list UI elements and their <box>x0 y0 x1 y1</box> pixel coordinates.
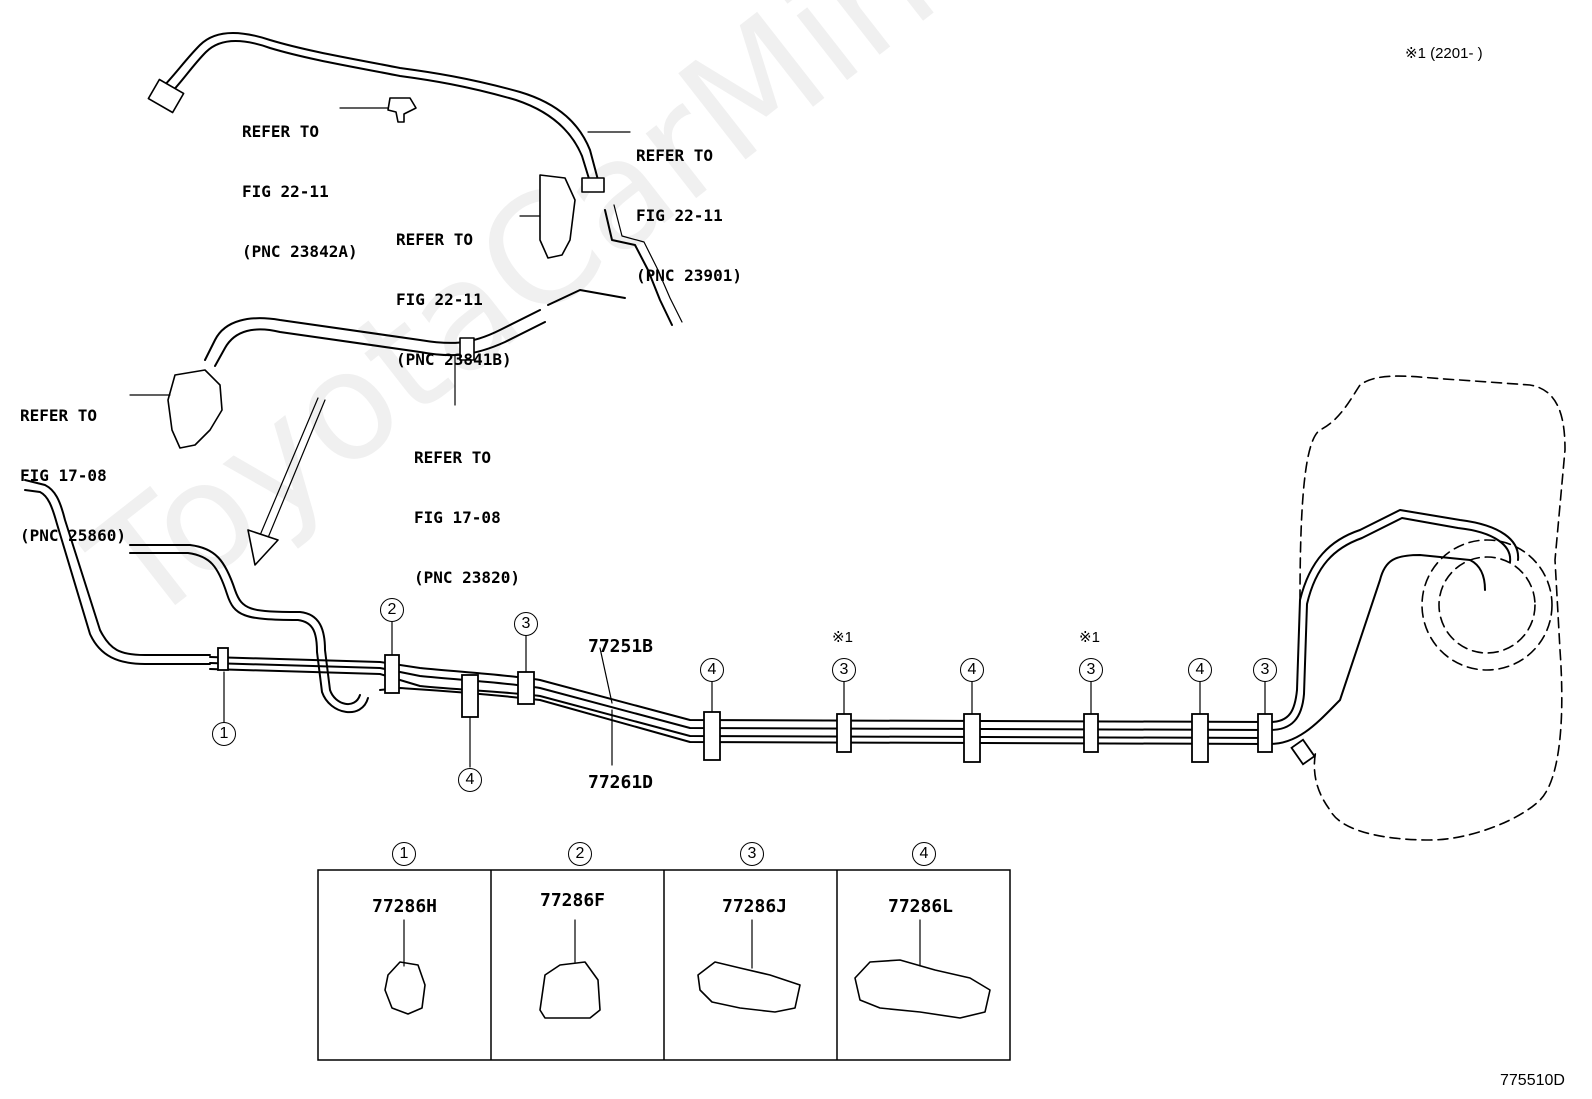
callout-4: 4 <box>960 658 984 682</box>
figure-id: 775510D <box>1500 1072 1565 1089</box>
callout-3: 3 <box>514 612 538 636</box>
callout-3: 3 <box>832 658 856 682</box>
callout-4: 4 <box>458 768 482 792</box>
refer-label-23842a: REFER TO FIG 22-11 (PNC 23842A) <box>242 122 358 261</box>
legend-part-77286h: 77286H <box>372 896 438 917</box>
clip-23842a-icon <box>387 97 417 123</box>
legend-part-77286j: 77286J <box>722 896 788 917</box>
refer-label-23820: REFER TO FIG 17-08 (PNC 23820) <box>414 448 520 587</box>
legend-callout-1: 1 <box>392 842 416 866</box>
legend-table <box>317 869 1011 1061</box>
clip-77286f-icon <box>539 961 601 1019</box>
part-number-lower-tube: 77261D <box>588 772 654 793</box>
filler-pipe <box>24 479 211 656</box>
legend-callout-3: 3 <box>740 842 764 866</box>
clip-77286l-icon <box>854 959 991 1019</box>
upper-vapor-hose <box>147 32 683 326</box>
vsv-valve-icon <box>167 369 223 449</box>
clip-77286h-icon <box>384 961 426 1015</box>
refer-label-23901: REFER TO FIG 22-11 (PNC 23901) <box>636 146 742 285</box>
marker-note-2: ※1 <box>1079 629 1100 646</box>
refer-label-25860: REFER TO FIG 17-08 (PNC 25860) <box>20 406 126 545</box>
callout-4: 4 <box>1188 658 1212 682</box>
callout-1: 1 <box>212 722 236 746</box>
date-note: ※1 (2201- ) <box>1405 45 1483 62</box>
callout-4: 4 <box>700 658 724 682</box>
main-tube-bundle <box>209 509 1520 745</box>
legend-callout-4: 4 <box>912 842 936 866</box>
fuel-tank-outline <box>1299 375 1566 841</box>
part-number-upper-tube: 77251B <box>588 636 654 657</box>
marker-note-1: ※1 <box>832 629 853 646</box>
legend-part-77286l: 77286L <box>888 896 954 917</box>
callout-2: 2 <box>380 598 404 622</box>
callout-3: 3 <box>1079 658 1103 682</box>
legend-part-77286f: 77286F <box>540 890 606 911</box>
middle-hose-assembly <box>204 289 626 367</box>
legend-callout-2: 2 <box>568 842 592 866</box>
vent-line <box>129 544 361 705</box>
refer-label-23841b: REFER TO FIG 22-11 (PNC 23841B) <box>396 230 512 369</box>
tube-clips <box>217 647 1316 766</box>
callout-3: 3 <box>1253 658 1277 682</box>
clip-77286j-icon <box>697 961 801 1013</box>
canister-bracket-icon <box>539 174 576 259</box>
